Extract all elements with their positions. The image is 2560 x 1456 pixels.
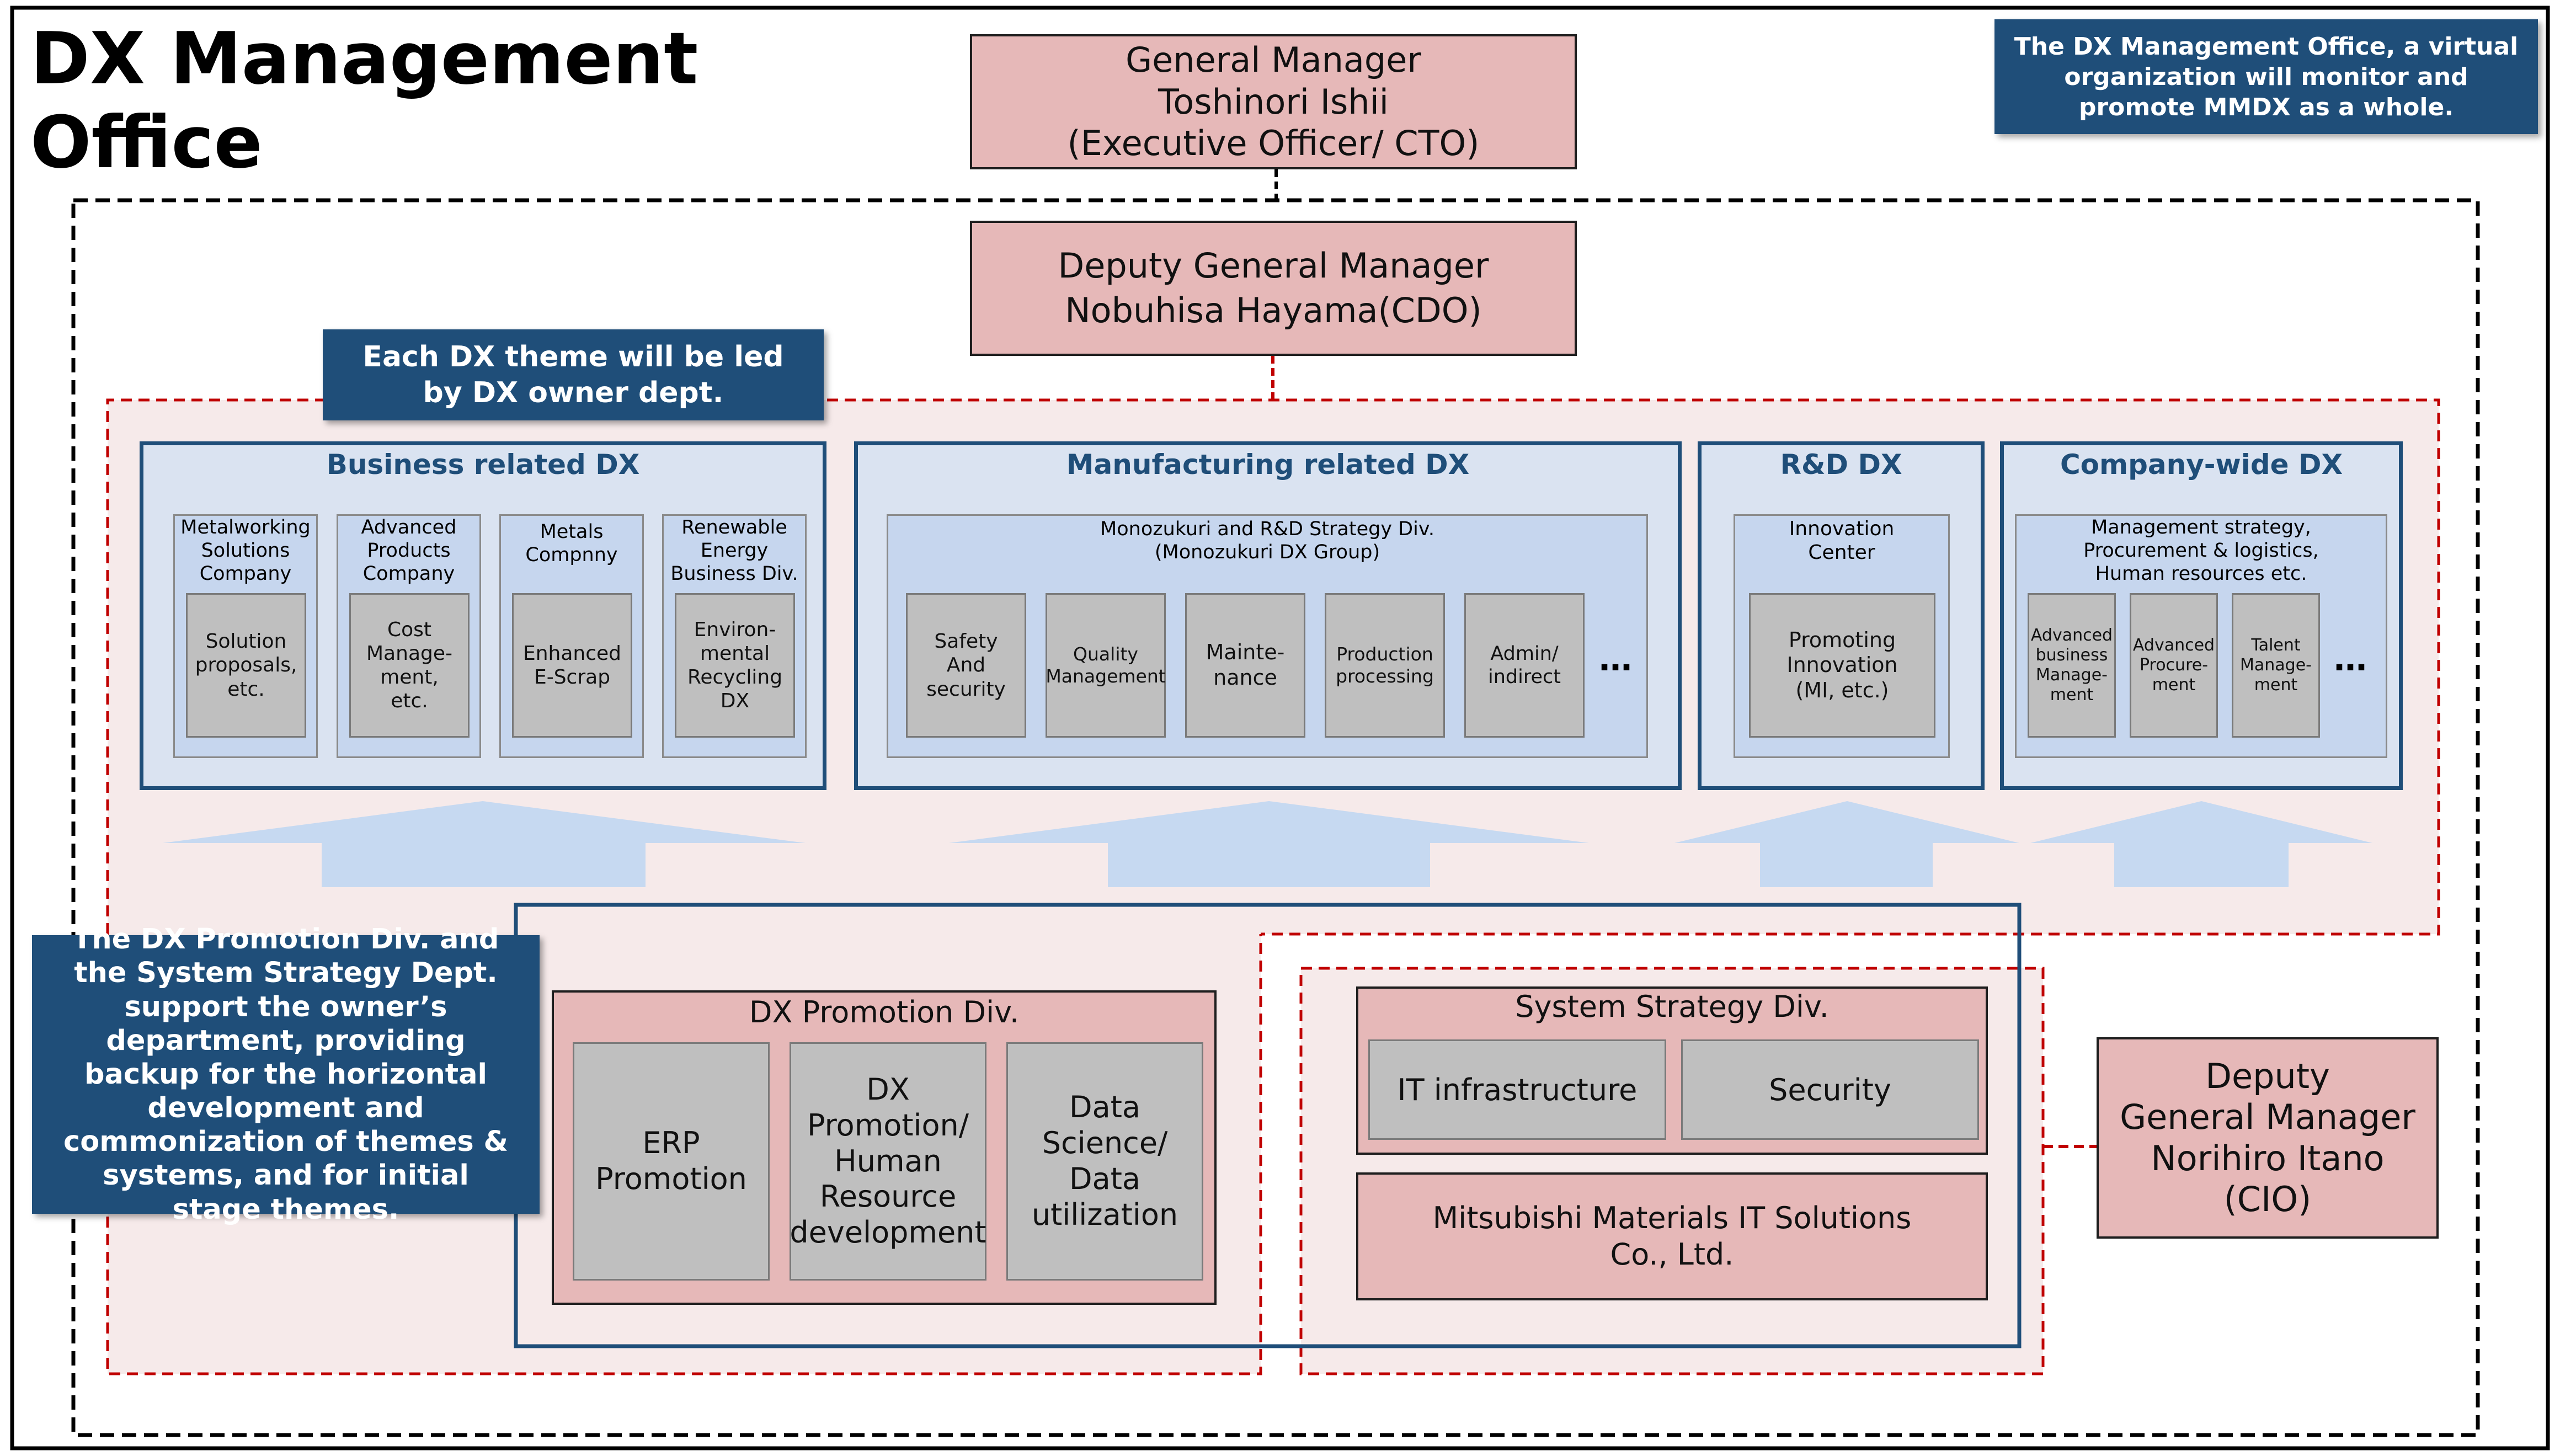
- dx-hr-development-box: DX Promotion/ Human Resource development: [790, 1042, 986, 1281]
- division-label: Monozukuri and R&D Strategy Div. (Monozu…: [1100, 518, 1434, 563]
- theme-quality: Quality Management: [1046, 593, 1166, 738]
- theme-innovation: Promoting Innovation (MI, etc.): [1749, 593, 1935, 738]
- arrow-company: [2030, 801, 2372, 887]
- theme-box: Cost Manage- ment, etc.: [349, 593, 470, 738]
- deputy-gm-cdo-box: Deputy General Manager Nobuhisa Hayama(C…: [970, 221, 1577, 356]
- business-dx-title: Business related DX: [326, 449, 640, 481]
- business-unit-advanced-products: Advanced Products Company Cost Manage- m…: [337, 514, 481, 758]
- virtual-org-callout: The DX Management Office, a virtual orga…: [1994, 19, 2538, 134]
- arrow-manufacturing: [949, 801, 1589, 887]
- theme-production: Production processing: [1325, 593, 1445, 738]
- more-themes-ellipsis: …: [2334, 640, 2367, 679]
- theme-maintenance: Mainte- nance: [1185, 593, 1305, 738]
- business-dx-box: Business related DX Metalworking Solutio…: [140, 441, 826, 790]
- page-title: DX Management Office: [30, 17, 698, 184]
- deputy-gm-cio-box: Deputy General Manager Norihiro Itano (C…: [2097, 1037, 2439, 1239]
- outer-frame: [10, 6, 2550, 1450]
- it-solutions-company-box: Mitsubishi Materials IT Solutions Co., L…: [1356, 1172, 1988, 1300]
- dx-promotion-title: DX Promotion Div.: [749, 994, 1020, 1030]
- unit-label: Advanced Products Company: [361, 516, 457, 585]
- owner-dept-frame: [106, 398, 2440, 936]
- system-strategy-division: System Strategy Div. IT infrastructure S…: [1356, 986, 1988, 1155]
- theme-admin: Admin/ indirect: [1464, 593, 1585, 738]
- arrow-rd: [1674, 801, 2019, 887]
- unit-label: Renewable Energy Business Div.: [670, 516, 798, 585]
- manufacturing-dx-title: Manufacturing related DX: [1066, 449, 1470, 481]
- theme-box: Environ- mental Recycling DX: [675, 593, 795, 738]
- lower-right-frame: [1299, 967, 2045, 1375]
- division-label: Management strategy, Procurement & logis…: [2083, 516, 2319, 585]
- support-callout: The DX Promotion Div. and the System Str…: [32, 923, 540, 1226]
- management-division: Management strategy, Procurement & logis…: [2015, 514, 2387, 758]
- rd-dx-title: R&D DX: [1780, 449, 1902, 481]
- system-strategy-title: System Strategy Div.: [1515, 989, 1829, 1024]
- theme-business-management: Advanced business Manage- ment: [2028, 593, 2116, 738]
- it-infrastructure-box: IT infrastructure: [1368, 1039, 1666, 1140]
- innovation-center: Innovation Center Promoting Innovation (…: [1734, 514, 1950, 758]
- unit-label: Metals Compnny: [525, 521, 618, 566]
- theme-safety: Safety And security: [906, 593, 1026, 738]
- more-themes-ellipsis: …: [1599, 640, 1632, 679]
- erp-promotion-box: ERP Promotion: [573, 1042, 770, 1281]
- company-wide-dx-title: Company-wide DX: [2060, 449, 2343, 481]
- security-box: Security: [1681, 1039, 1979, 1140]
- theme-owner-callout: Each DX theme will be led by DX owner de…: [323, 329, 824, 420]
- business-unit-metals: Metals Compnny Enhanced E-Scrap: [499, 514, 644, 758]
- theme-box: Enhanced E-Scrap: [512, 593, 632, 738]
- division-label: Innovation Center: [1789, 517, 1895, 564]
- rd-dx-box: R&D DX Innovation Center Promoting Innov…: [1698, 441, 1985, 790]
- theme-talent: Talent Manage- ment: [2232, 593, 2320, 738]
- arrow-business: [163, 801, 806, 887]
- general-manager-box: General Manager Toshinori Ishii (Executi…: [970, 34, 1577, 169]
- data-science-box: Data Science/ Data utilization: [1006, 1042, 1203, 1281]
- theme-procurement: Advanced Procure- ment: [2130, 593, 2218, 738]
- business-unit-renewable: Renewable Energy Business Div. Environ- …: [662, 514, 807, 758]
- dx-promotion-division: DX Promotion Div. ERP Promotion DX Promo…: [552, 990, 1217, 1305]
- company-wide-dx-box: Company-wide DX Management strategy, Pro…: [2000, 441, 2403, 790]
- theme-box: Solution proposals, etc.: [186, 593, 306, 738]
- monozukuri-division: Monozukuri and R&D Strategy Div. (Monozu…: [887, 514, 1648, 758]
- unit-label: Metalworking Solutions Company: [180, 516, 311, 585]
- manufacturing-dx-box: Manufacturing related DX Monozukuri and …: [854, 441, 1682, 790]
- business-unit-metalworking: Metalworking Solutions Company Solution …: [173, 514, 318, 758]
